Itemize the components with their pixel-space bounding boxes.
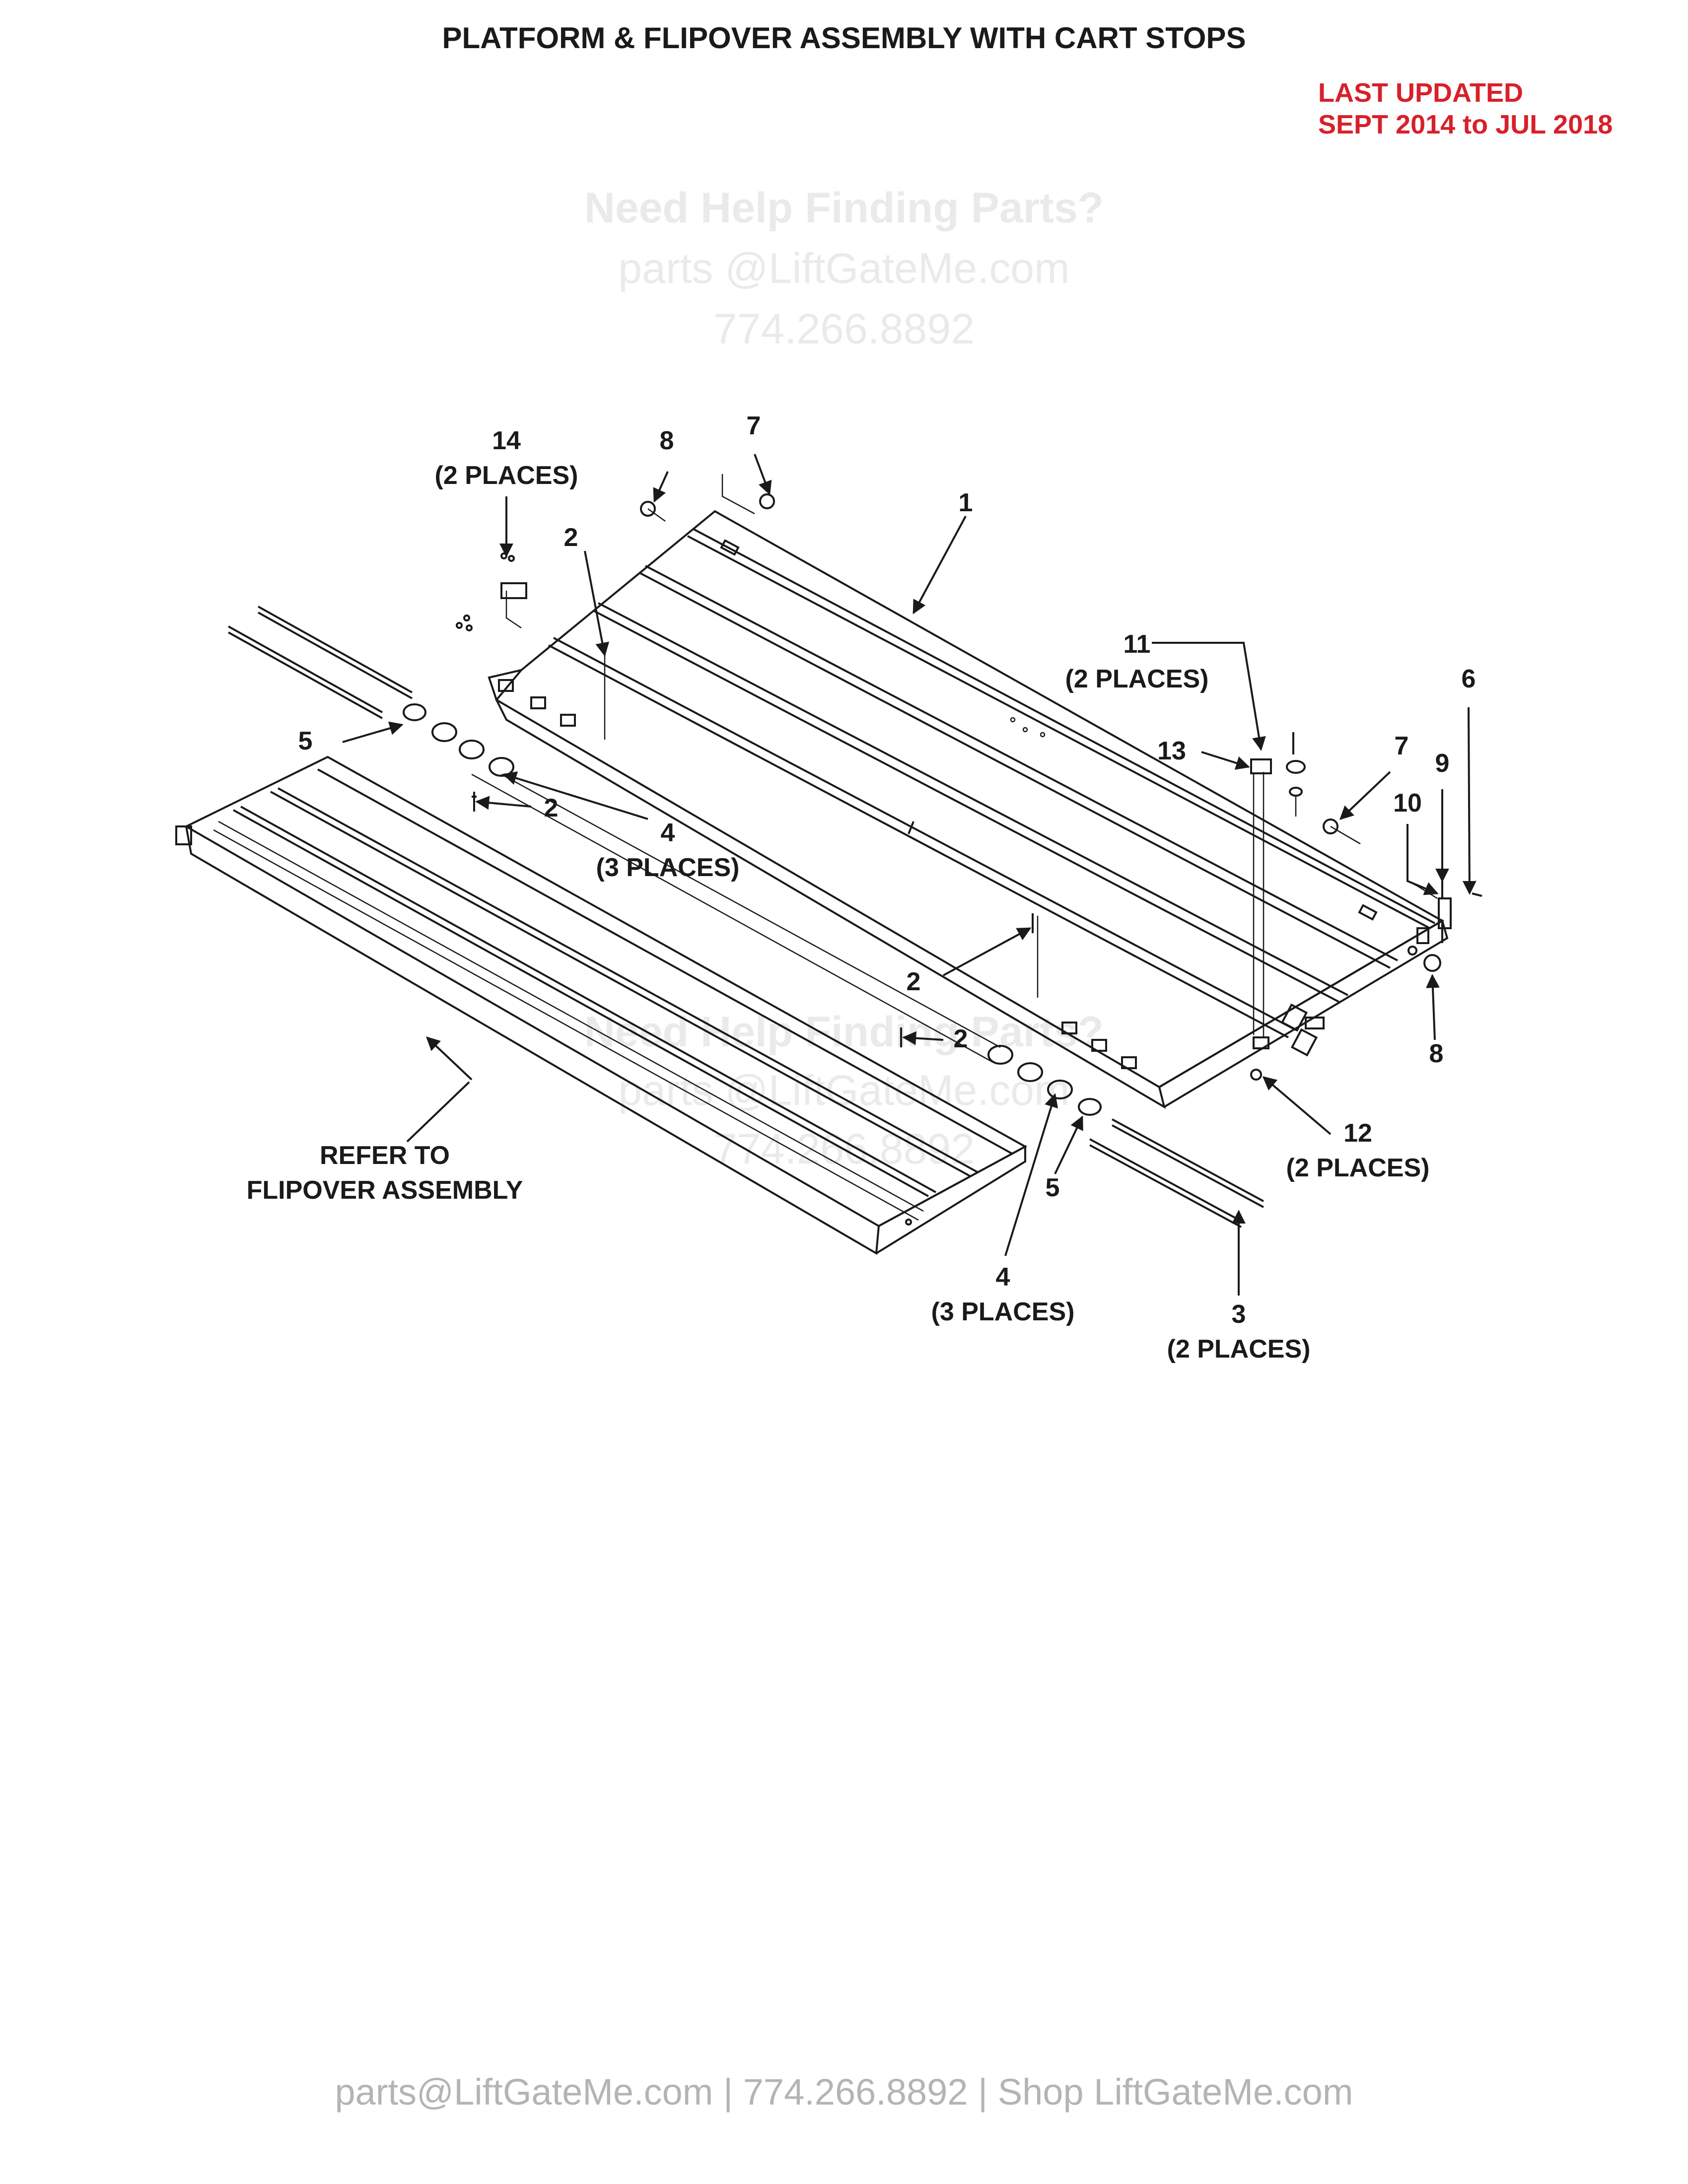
callout-4-top-places: (3 PLACES) bbox=[596, 853, 740, 882]
callout-labels: 1 2 2 2 2 3 (2 PLACES) 4 (3 PLACES) 4 (3… bbox=[247, 411, 1476, 1364]
callout-9: 9 bbox=[1435, 749, 1450, 778]
alignment-lines bbox=[471, 474, 1438, 1063]
callout-12: 12 bbox=[1343, 1119, 1372, 1148]
callout-4-top: 4 bbox=[661, 819, 675, 847]
flipover-assembly bbox=[175, 755, 1028, 1255]
last-updated-note: LAST UPDATED SEPT 2014 to JUL 2018 bbox=[1318, 77, 1613, 140]
callout-3: 3 bbox=[1232, 1300, 1246, 1329]
callout-13: 13 bbox=[1157, 737, 1186, 765]
callout-8-bottom: 8 bbox=[1429, 1039, 1444, 1068]
callout-10: 10 bbox=[1393, 789, 1422, 818]
callout-1: 1 bbox=[959, 488, 973, 517]
callout-4-bottom: 4 bbox=[996, 1263, 1010, 1292]
last-updated-line1: LAST UPDATED bbox=[1318, 78, 1523, 108]
callout-6: 6 bbox=[1462, 665, 1476, 693]
callout-5-right: 5 bbox=[1046, 1173, 1060, 1202]
watermark-email: parts @LiftGateMe.com bbox=[618, 245, 1070, 292]
callout-7-right: 7 bbox=[1395, 732, 1409, 760]
platform-ribs bbox=[548, 528, 1435, 1038]
callout-12-places: (2 PLACES) bbox=[1286, 1154, 1430, 1182]
watermark-heading-lower: Need Help Finding Parts? bbox=[584, 1008, 1104, 1056]
last-updated-line2: SEPT 2014 to JUL 2018 bbox=[1318, 110, 1613, 139]
main-platform bbox=[488, 510, 1449, 1109]
callout-2-top: 2 bbox=[564, 523, 578, 552]
callout-4-bottom-places: (3 PLACES) bbox=[931, 1297, 1075, 1326]
platform-hinge-lugs bbox=[498, 679, 1137, 1069]
leader-lines bbox=[342, 454, 1477, 1296]
watermark-heading: Need Help Finding Parts? bbox=[584, 184, 1104, 232]
refer-to-label-line1: REFER TO bbox=[320, 1141, 450, 1170]
callout-14-places: (2 PLACES) bbox=[435, 461, 578, 490]
callout-11: 11 bbox=[1124, 630, 1151, 659]
callout-2-left: 2 bbox=[544, 794, 559, 822]
callout-7-top: 7 bbox=[747, 411, 761, 440]
footer-contact: parts@LiftGateMe.com | 774.266.8892 | Sh… bbox=[335, 2071, 1353, 2113]
hinge-pins bbox=[228, 606, 1264, 1228]
page-title: PLATFORM & FLIPOVER ASSEMBLY WITH CART S… bbox=[442, 21, 1246, 55]
watermark-phone: 774.266.8892 bbox=[713, 305, 975, 353]
callout-3-places: (2 PLACES) bbox=[1167, 1335, 1311, 1364]
callout-5-left: 5 bbox=[298, 727, 313, 755]
callout-8-top: 8 bbox=[660, 426, 674, 455]
callout-2-lower: 2 bbox=[954, 1024, 968, 1053]
hinge-bushings bbox=[403, 703, 1102, 1116]
callout-11-places: (2 PLACES) bbox=[1065, 665, 1209, 693]
refer-to-label-line2: FLIPOVER ASSEMBLY bbox=[247, 1176, 523, 1205]
callout-2-center: 2 bbox=[907, 967, 921, 996]
callout-14: 14 bbox=[492, 426, 521, 455]
